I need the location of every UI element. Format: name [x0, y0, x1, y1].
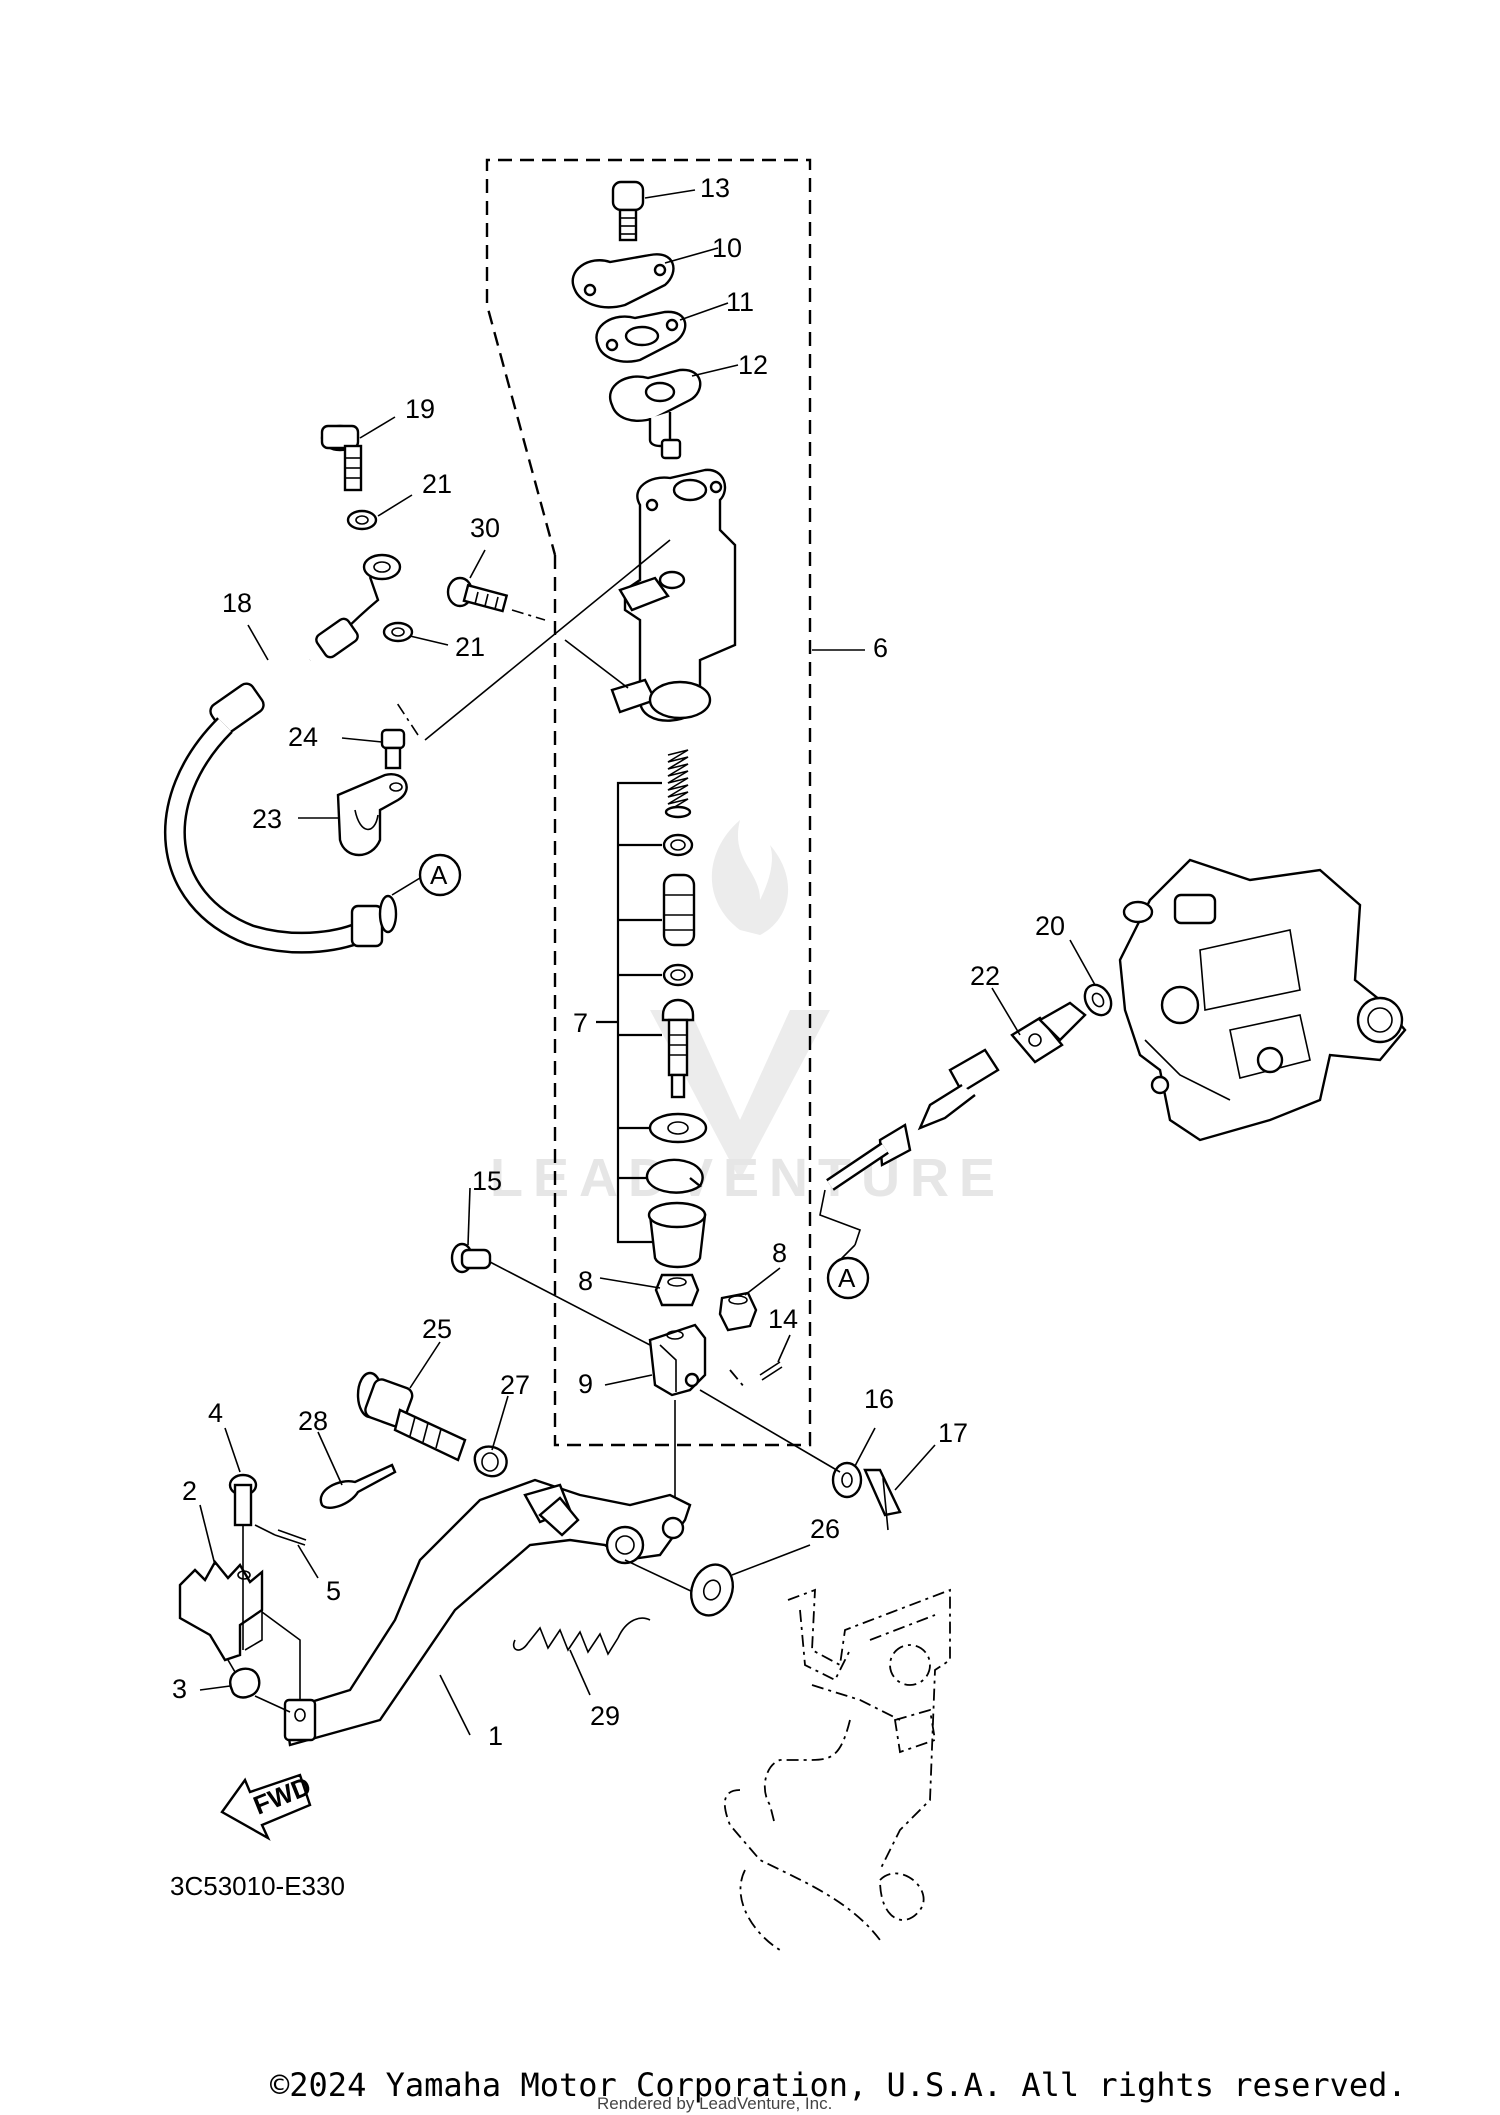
- bolt-24: [380, 728, 406, 770]
- pedal-tip-2: [178, 1559, 264, 1662]
- callout-7: 7: [573, 1008, 588, 1038]
- reservoir-cap-10: [571, 253, 675, 309]
- brake-caliper: [1118, 858, 1407, 1142]
- pivot-shaft-25: [356, 1371, 467, 1462]
- washer-16: [699, 1389, 863, 1499]
- washer-20: [1083, 983, 1113, 1017]
- copper-washer-21-upper: [346, 509, 378, 531]
- cup-seal-small: [662, 833, 694, 857]
- callout-leaders: [199, 189, 1096, 1736]
- circlip-kit: [645, 1158, 704, 1194]
- callout-15: 15: [472, 1166, 502, 1196]
- pedal-tip-leaders: [261, 1611, 301, 1700]
- master-cylinder-body: [610, 468, 737, 722]
- circlip-27: [473, 1445, 508, 1478]
- callout-8-lower: 8: [578, 1266, 593, 1296]
- callout-28: 28: [298, 1406, 328, 1436]
- piston-spring: [664, 749, 692, 819]
- callout-22: 22: [970, 961, 1000, 991]
- rendered-by-notice: Rendered by LeadVenture, Inc.: [597, 2094, 833, 2113]
- cap-plate-11: [595, 310, 687, 363]
- clevis-9: [648, 1323, 707, 1397]
- callout-labels: 1 2 3 4 5 6 7 8 8 9 10 11 12 13 14 15 16…: [172, 173, 1065, 1751]
- bolt-30: [446, 576, 509, 613]
- ref-a-upper-label: A: [430, 860, 448, 890]
- nut-8-side: [718, 1291, 758, 1332]
- callout-3: 3: [172, 1674, 187, 1704]
- copyright-notice: ©2024 Yamaha Motor Corporation, U.S.A. A…: [270, 2066, 1407, 2104]
- hose-clamp-23: [336, 773, 408, 857]
- callout-16: 16: [864, 1384, 894, 1414]
- callout-6: 6: [873, 633, 888, 663]
- clevis-pin-15: [450, 1242, 651, 1346]
- callout-8-side: 8: [772, 1238, 787, 1268]
- callout-11: 11: [726, 287, 754, 317]
- hose-leader-lines: [394, 539, 671, 741]
- callout-2: 2: [182, 1476, 197, 1506]
- callout-1: 1: [488, 1721, 503, 1751]
- union-bolt-19: [320, 424, 363, 492]
- washer-26: [690, 1563, 734, 1617]
- hose-fitting-22: [1010, 1001, 1087, 1064]
- master-cylinder-assembly-boundary: [485, 158, 812, 1447]
- brake-pedal-1: [283, 1478, 711, 1747]
- callout-14: 14: [768, 1304, 798, 1334]
- cotter-pin-14: [729, 1361, 783, 1389]
- callout-17: 17: [938, 1418, 968, 1448]
- cotter-pin-5: [254, 1524, 307, 1546]
- callout-30: 30: [470, 513, 500, 543]
- callout-23: 23: [252, 804, 282, 834]
- ref-point-a-lower: A: [826, 1244, 870, 1300]
- piston: [662, 873, 696, 947]
- callout-27: 27: [500, 1370, 530, 1400]
- ref-a-lower-label: A: [838, 1263, 856, 1293]
- callout-19: 19: [405, 394, 435, 424]
- dust-boot: [647, 1201, 707, 1269]
- cotter-pin-28: [319, 1463, 397, 1509]
- callout-13: 13: [700, 173, 730, 203]
- callout-18: 18: [222, 588, 252, 618]
- frame-outline: [723, 1588, 951, 1951]
- copper-washer-21-lower: [382, 621, 414, 643]
- spring-clip-3: [227, 1659, 291, 1713]
- cap-bolt-13: [611, 180, 645, 242]
- callout-21-lower: 21: [455, 632, 485, 662]
- callout-20: 20: [1035, 911, 1065, 941]
- brake-hose-18: [163, 553, 402, 954]
- clevis-pin-4: [228, 1473, 258, 1650]
- callout-24: 24: [288, 722, 318, 752]
- callout-9: 9: [578, 1369, 593, 1399]
- drawing-number: 3C53010-E330: [170, 1871, 345, 1901]
- callout-4: 4: [208, 1398, 223, 1428]
- callout-29: 29: [590, 1701, 620, 1731]
- callout-5: 5: [326, 1576, 341, 1606]
- cotter-pin-17: [863, 1468, 902, 1531]
- cup-seal-secondary: [662, 963, 694, 987]
- return-spring-29: [512, 1617, 651, 1656]
- callout-12: 12: [738, 350, 768, 380]
- callout-10: 10: [712, 233, 742, 263]
- ref-point-a-upper: A: [391, 853, 462, 897]
- diaphragm-12: [609, 368, 702, 460]
- callout-21-upper: 21: [422, 469, 452, 499]
- watermark-text: LEADVENTURE: [490, 1148, 1005, 1208]
- callout-25: 25: [422, 1314, 452, 1344]
- push-rod: [661, 998, 695, 1099]
- group-7-bracket: [596, 781, 662, 1244]
- callout-26: 26: [810, 1514, 840, 1544]
- caliper-hose-end: [819, 1048, 1000, 1246]
- nut-8-lower: [654, 1273, 700, 1307]
- washer-kit: [648, 1112, 708, 1144]
- watermark: LEADVENTURE: [490, 820, 1005, 1208]
- fwd-arrow-icon: FWD: [220, 1771, 315, 1841]
